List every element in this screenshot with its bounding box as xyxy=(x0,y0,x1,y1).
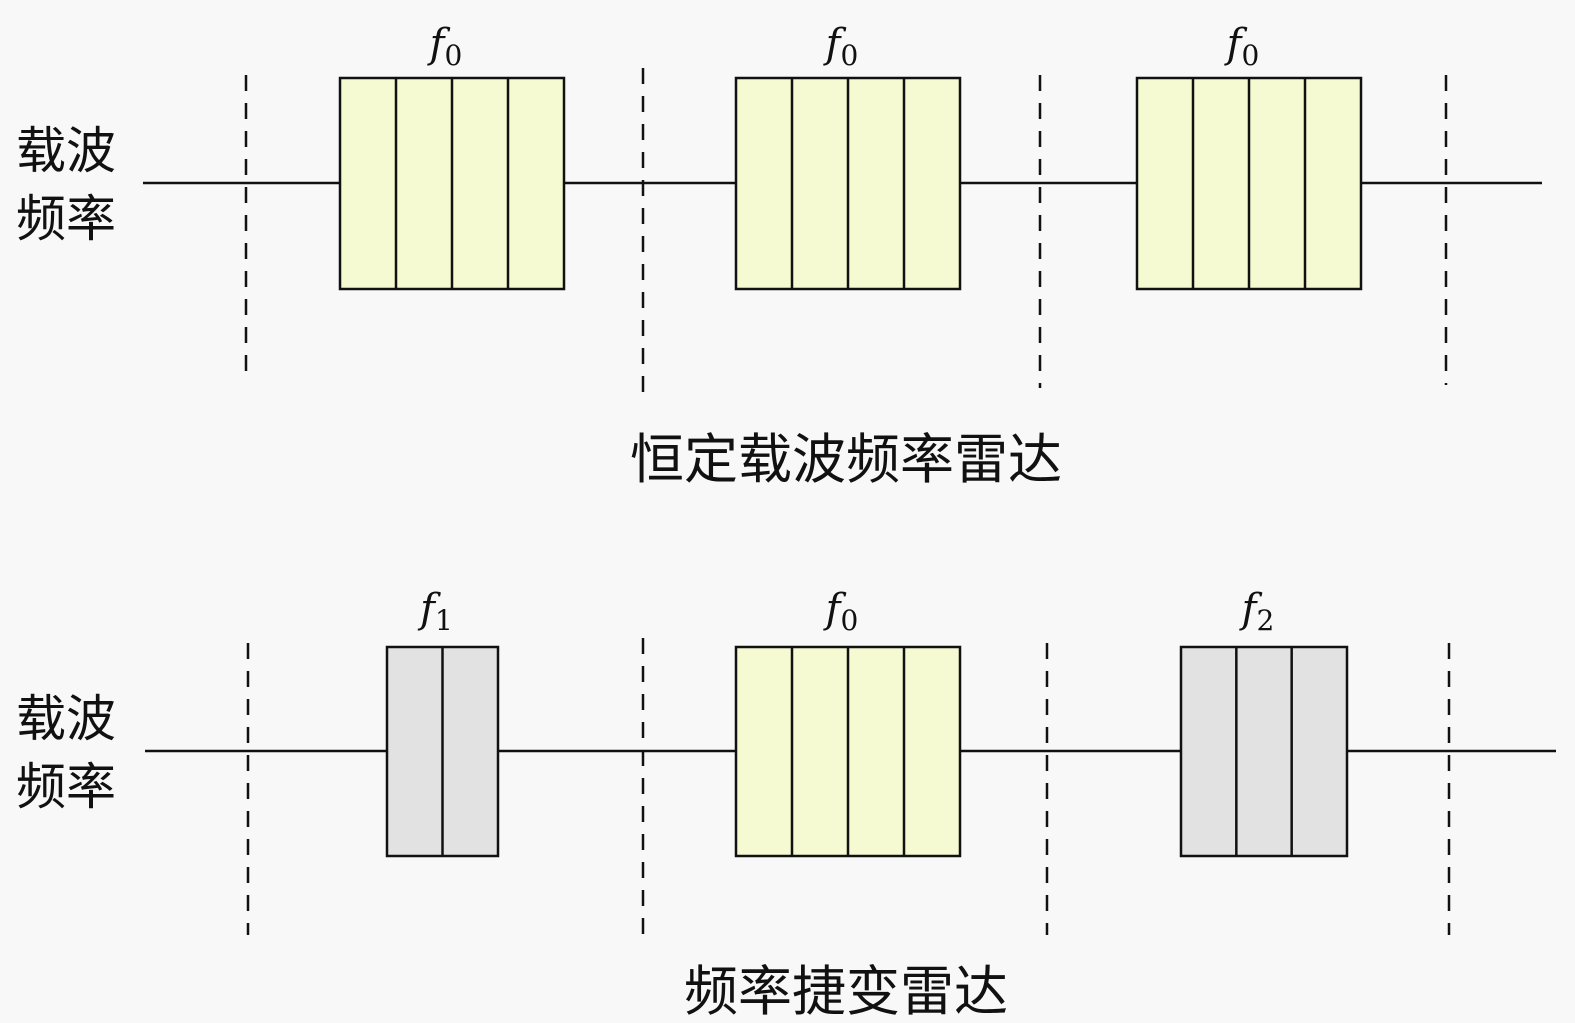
pulse-box xyxy=(1179,645,1349,858)
diagram-title: 恒定载波频率雷达 xyxy=(630,428,1062,491)
axis-label-line1: 载波 xyxy=(16,122,116,180)
frequency-label: f0 xyxy=(1224,21,1260,72)
pulse-1: f1 xyxy=(385,586,500,858)
axis-label-line2: 频率 xyxy=(16,190,116,248)
frequency-label: f0 xyxy=(427,21,463,72)
frequency-label: f1 xyxy=(417,586,453,637)
frequency-label: f0 xyxy=(823,21,859,72)
axis-label-line1: 载波 xyxy=(16,690,116,748)
pulse-2: f0 xyxy=(734,21,962,291)
pulse-3: f2 xyxy=(1179,586,1349,858)
diagram-title: 频率捷变雷达 xyxy=(684,960,1008,1023)
pulse-1: f0 xyxy=(338,21,566,291)
axis-label-line2: 频率 xyxy=(16,758,116,816)
pulse-2: f0 xyxy=(734,586,962,858)
pulse-3: f0 xyxy=(1135,21,1363,291)
diagram-constant: 载波频率 f0 f0 f0 恒定载波频率雷达 xyxy=(16,21,1542,491)
frequency-label: f0 xyxy=(823,586,859,637)
frequency-label: f2 xyxy=(1239,586,1275,637)
diagram-agile: 载波频率 f1 f0 f2 频率捷变雷达 xyxy=(16,586,1556,1023)
